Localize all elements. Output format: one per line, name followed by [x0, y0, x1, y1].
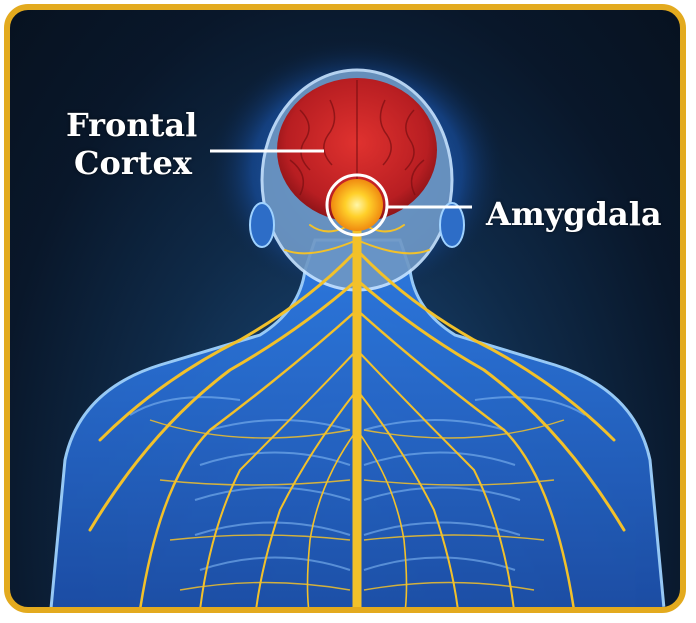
ear-right: [440, 203, 464, 247]
nervous-system-illustration: [10, 10, 686, 613]
amygdala-label: Amygdala: [486, 195, 662, 233]
illustration-frame: Frontal Cortex Amygdala: [4, 4, 686, 613]
frontal-cortex-label: Frontal Cortex: [66, 106, 197, 182]
ear-left: [250, 203, 274, 247]
amygdala-glow: [331, 179, 383, 231]
frontal-cortex-label-line2: Cortex: [66, 144, 197, 182]
frontal-cortex-label-line1: Frontal: [66, 106, 197, 144]
